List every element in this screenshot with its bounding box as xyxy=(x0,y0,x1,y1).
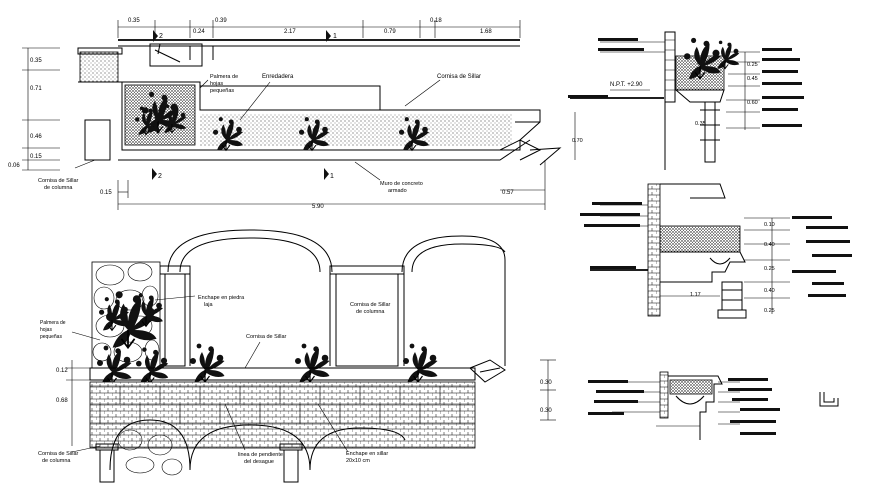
elev-label-enchape-piedra: laja xyxy=(204,302,214,308)
elevation-view: Enchape en piedra laja Cornisa de Sillar… xyxy=(38,229,556,483)
plan-label-cornisa: Cornisa de Sillar xyxy=(437,74,481,80)
plan-label-palm: pequeñas xyxy=(210,88,234,94)
detail2-dim: 0.25 xyxy=(764,266,775,272)
plan-left-dim: 0.71 xyxy=(30,86,42,92)
detail-1: N.P.T. +2.90 0.25 0.45 0.60 0.35 0.70 xyxy=(568,31,804,170)
plan-left-dim: 0.35 xyxy=(30,58,42,64)
elev-left-dim: 0.12 xyxy=(56,368,68,374)
plan-left-dim: 0.15 xyxy=(30,154,42,160)
detail1-dim: 0.35 xyxy=(695,121,706,127)
section-marker: 1 xyxy=(330,173,334,180)
plan-label-muro: Muro de concreto xyxy=(380,181,423,187)
drain-spout-icon xyxy=(819,392,839,407)
plan-top-dim: 1.68 xyxy=(480,29,492,35)
detail-3 xyxy=(588,371,839,440)
plan-left-dim: 0.06 xyxy=(8,163,20,169)
plan-top-dim: 0.35 xyxy=(128,18,140,24)
elev-right-dim: 0.30 xyxy=(540,380,552,386)
detail1-dim: 0.25 xyxy=(747,62,758,68)
plan-top-dim: 2.17 xyxy=(284,29,296,35)
detail1-dim: 0.60 xyxy=(747,100,758,106)
elev-label-cornisa-columna: Cornisa de Sillar xyxy=(350,302,391,308)
elev-label-enchape-sillar: 20x10 cm xyxy=(346,458,370,464)
detail2-dim: 0.40 xyxy=(764,242,775,248)
elev-label-palm: Palmera de xyxy=(40,320,66,326)
plan-top-dim: 0.24 xyxy=(193,29,205,35)
elev-right-dim: 0.30 xyxy=(540,408,552,414)
elev-label-cornisa-left: Cornisa de Sillar xyxy=(38,451,79,457)
plan-left-dim: 0.46 xyxy=(30,134,42,140)
detail-2: 0.10 0.40 0.25 0.40 0.25 1.17 xyxy=(580,183,852,319)
elev-label-enchape-sillar: Enchape en sillar xyxy=(346,451,388,457)
plan-bottom-dim: 0.57 xyxy=(502,190,514,196)
elev-label-cornisa: Cornisa de Sillar xyxy=(246,334,287,340)
plan-label-palm: Palmera de xyxy=(210,74,238,80)
plan-view: 0.35 0.39 0.24 2.17 0.79 0.18 1.68 0.35 … xyxy=(8,18,562,210)
plan-total-dim: 5.90 xyxy=(312,204,324,210)
detail2-dim: 0.40 xyxy=(764,288,775,294)
plan-label-cornisa-columna: Cornisa de Sillar xyxy=(38,178,79,184)
elev-left-dim: 0.68 xyxy=(56,398,68,404)
plan-label-palm: hojas xyxy=(210,81,223,87)
elev-label-palm: pequeñas xyxy=(40,334,62,340)
elev-label-enchape-piedra: Enchape en piedra xyxy=(198,295,245,301)
section-marker: 2 xyxy=(158,173,162,180)
elev-label-cornisa-columna: de columna xyxy=(356,309,385,315)
plan-top-dim: 0.18 xyxy=(430,18,442,24)
detail2-side-dim: 1.17 xyxy=(690,292,701,298)
section-marker: 1 xyxy=(333,33,337,40)
detail2-dim: 0.10 xyxy=(764,222,775,228)
detail1-npt: N.P.T. +2.90 xyxy=(610,82,643,88)
plan-bottom-dim: 0.15 xyxy=(100,190,112,196)
plan-label-muro: armado xyxy=(388,188,407,194)
plan-top-dim: 0.39 xyxy=(215,18,227,24)
detail1-dim: 0.45 xyxy=(747,76,758,82)
section-marker: 2 xyxy=(159,33,163,40)
elev-label-palm: hojas xyxy=(40,327,52,333)
elev-label-cornisa-left: de columna xyxy=(42,458,71,464)
detail1-side-dim: 0.70 xyxy=(572,138,583,144)
detail2-dim: 0.25 xyxy=(764,308,775,314)
plan-top-dim: 0.79 xyxy=(384,29,396,35)
plan-label-cornisa-columna: de columna xyxy=(44,185,73,191)
elev-label-linea-pendiente: linea de pendiente xyxy=(238,452,283,458)
elev-label-linea-pendiente: del desague xyxy=(244,459,274,465)
plan-label-enredadera: Enredadera xyxy=(262,74,294,80)
